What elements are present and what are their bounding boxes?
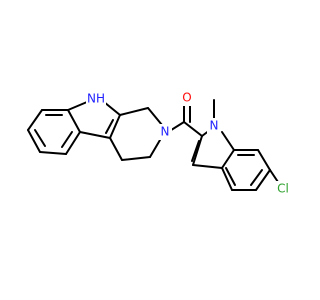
- bond: [147, 107, 163, 126]
- bond: [27, 109, 43, 131]
- bond: [221, 167, 233, 191]
- bond-layer: [27, 99, 279, 191]
- bond: [34, 129, 46, 147]
- label-background: [158, 124, 172, 140]
- bond: [121, 156, 151, 161]
- bond: [109, 137, 123, 161]
- bond: [221, 131, 235, 151]
- bond: [183, 121, 203, 137]
- bond: [257, 149, 271, 171]
- bond: [191, 140, 200, 162]
- bond: [105, 119, 114, 134]
- bond: [269, 169, 279, 183]
- bond: [67, 101, 88, 111]
- bond: [65, 131, 81, 155]
- bond: [119, 107, 149, 116]
- nh-label: NH: [87, 92, 105, 106]
- bond: [192, 164, 223, 169]
- bond: [109, 114, 121, 139]
- n-ring-label: N: [161, 125, 170, 139]
- bond: [192, 135, 203, 166]
- bond: [103, 101, 121, 116]
- molecule-structure: NH N O N Cl: [27, 90, 293, 197]
- atom-label-layer: NH N O N Cl: [86, 90, 293, 197]
- label-background: [180, 90, 194, 106]
- structure-canvas: NH N O N Cl: [27, 90, 293, 197]
- bond: [27, 129, 41, 153]
- chlorine-label: Cl: [277, 182, 289, 196]
- bond: [225, 167, 236, 186]
- oxygen-label: O: [182, 91, 191, 105]
- label-background: [86, 90, 106, 110]
- bond: [250, 169, 263, 186]
- bond: [255, 169, 271, 191]
- label-background: [207, 118, 221, 134]
- bond: [221, 149, 235, 169]
- bond: [67, 109, 81, 133]
- bond: [61, 131, 73, 148]
- label-background: [273, 181, 293, 197]
- n-methyl-label: N: [210, 119, 219, 133]
- bond: [149, 139, 161, 158]
- bond: [79, 131, 111, 139]
- bond: [39, 151, 67, 155]
